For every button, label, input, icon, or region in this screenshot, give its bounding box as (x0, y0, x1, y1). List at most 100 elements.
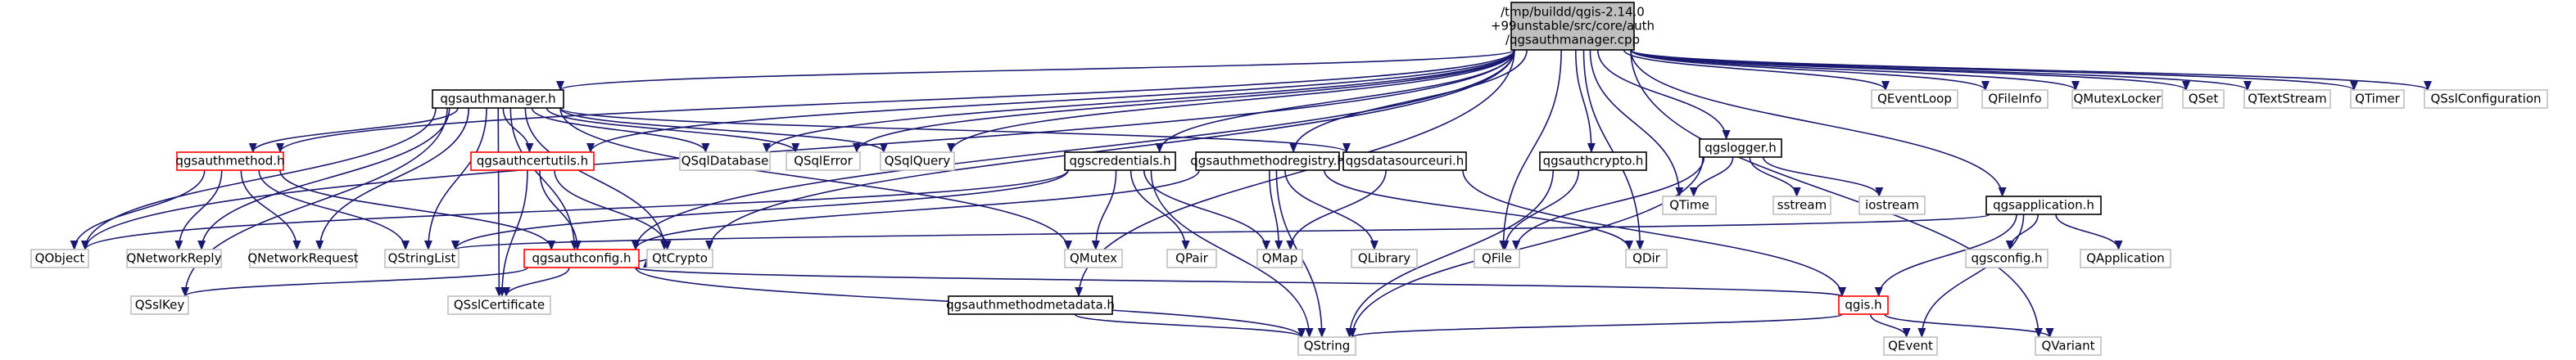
node-label: QSet (2189, 92, 2219, 106)
node-box (785, 151, 861, 171)
node-QFile: QFile (1474, 249, 1520, 268)
node-qgsauthmethodmetadata-h[interactable]: qgsauthmethodmetadata.h (946, 295, 1115, 315)
edge-qgsauthmethodregistry_h-to-QLibrary (1284, 169, 1379, 250)
node-label: QFileInfo (1988, 92, 2041, 106)
node-qgslogger-h[interactable]: qgslogger.h (1699, 138, 1782, 158)
node-label: sstream (1777, 198, 1827, 213)
edge-qgsauthmanager_h-to-qgsdatasourceuri_h (559, 107, 1351, 153)
node-box (2071, 89, 2163, 109)
node-box (1871, 89, 1958, 109)
edge-qgsauthmethodregistry_h-to-qgsauthconfig_h (632, 169, 1200, 250)
edge-qgsauthmethod_h-to-QStringList (258, 169, 410, 250)
node-QLibrary: QLibrary (1351, 249, 1418, 268)
edge-root-to-qgslogger_h (1596, 49, 1731, 140)
edge-root-to-QSqlQuery (947, 49, 1515, 153)
node-box (1883, 336, 1938, 356)
node-QTime: QTime (1662, 196, 1717, 215)
node-box (432, 89, 564, 109)
node-qgis-h[interactable]: qgis.h (1838, 295, 1889, 315)
node-label: qgsapplication.h (1993, 198, 2094, 213)
node-root[interactable]: /tmp/buildd/qgis-2.14.0+99unstable/src/c… (1491, 2, 1655, 51)
node-QMutex: QMutex (1064, 249, 1123, 268)
node-label: QSslConfiguration (2430, 92, 2541, 106)
node-label: qgsauthconfig.h (532, 251, 631, 266)
node-qgsauthmanager-h[interactable]: qgsauthmanager.h (432, 89, 564, 109)
node-qgsdatasourceuri-h[interactable]: qgsdatasourceuri.h (1342, 151, 1467, 171)
edge-qgsapplication_h-to-QApplication (2055, 214, 2123, 250)
node-QString: QString (1297, 336, 1356, 356)
node-label: QMap (1262, 251, 1297, 266)
edge-qgslogger_h-to-sstream (1749, 156, 1801, 197)
edge-qgsapplication_h-to-QStringList (451, 214, 1990, 250)
edge-qgslogger_h-to-QString (1348, 156, 1704, 338)
node-label: qgsconfig.h (1971, 251, 2042, 266)
node-qgsauthconfig-h[interactable]: qgsauthconfig.h (523, 249, 640, 268)
edge-qgsdatasourceuri_h-to-QMap (1286, 169, 1387, 250)
node-label: qgsauthcertutils.h (477, 154, 588, 169)
edge-qgsauthconfig_h-to-QSslKey (181, 267, 528, 297)
node-label: QSqlError (794, 154, 853, 169)
edge-qgis_h-to-QVariant (1884, 313, 2054, 338)
node-box (1297, 336, 1356, 356)
edge-qgscredentials_h-to-QPair (1130, 169, 1190, 250)
node-label: QVariant (2041, 339, 2094, 353)
node-label: QtCrypto (652, 251, 708, 266)
node-box (679, 151, 771, 171)
node-label: QLibrary (1358, 251, 1410, 266)
node-qgsapplication-h[interactable]: qgsapplication.h (1985, 196, 2102, 215)
edge-qgsdatasourceuri_h-to-qgis_h (1462, 169, 1846, 297)
edge-qgsauthconfig_h-to-qgis_h (635, 267, 1846, 297)
edge-root-to-qgsauthmethod_h (276, 49, 1515, 153)
edge-qgis_h-to-QString (1348, 313, 1843, 338)
node-label: QPair (1175, 251, 1209, 266)
node-qgscredentials-h[interactable]: qgscredentials.h (1064, 151, 1176, 171)
node-label: /tmp/buildd/qgis-2.14.0 (1501, 5, 1645, 20)
edge-root-to-qgsauthcertutils_h (586, 49, 1515, 153)
edge-root-to-QTimer (1630, 49, 2358, 91)
node-box (1474, 249, 1520, 268)
node-label: qgsauthmethod.h (175, 154, 284, 169)
node-QObject: QObject (30, 249, 89, 268)
nodes-layer: /tmp/buildd/qgis-2.14.0+99unstable/src/c… (30, 2, 2548, 356)
node-qgsauthmethodregistry-h[interactable]: qgsauthmethodregistry.h (1190, 151, 1345, 171)
node-label: qgslogger.h (1705, 141, 1777, 155)
node-box (1342, 151, 1467, 171)
node-qgsauthcertutils-h[interactable]: qgsauthcertutils.h (470, 151, 595, 171)
edge-qgscredentials_h-to-QMap (1143, 169, 1270, 250)
node-label: QTime (1669, 198, 1709, 213)
node-label: QNetworkReply (127, 251, 222, 266)
node-label: QFile (1482, 251, 1512, 266)
node-QNetworkRequest: QNetworkRequest (247, 249, 359, 268)
edge-qgsauthmanager_h-to-QSslCertificate (495, 107, 504, 297)
node-label: QString (1304, 339, 1351, 353)
edge-qgsauthmanager_h-to-QNetworkRequest (315, 107, 470, 250)
node-label: QTextStream (2248, 92, 2326, 106)
node-box (948, 295, 1113, 315)
edge-qgsauthmethod_h-to-qgsauthconfig_h (279, 169, 556, 250)
edge-qgscredentials_h-to-QStringList (451, 169, 1069, 250)
node-label: qgis.h (1845, 298, 1881, 313)
node-box (1256, 249, 1303, 268)
edge-qgsauthmanager_h-to-QObject (81, 107, 437, 250)
node-qgsauthcrypto-h[interactable]: qgsauthcrypto.h (1539, 151, 1647, 171)
node-label: QSslCertificate (454, 298, 545, 313)
node-QFileInfo: QFileInfo (1981, 89, 2049, 109)
edge-root-to-QVariant (1630, 49, 2043, 338)
node-label: QEventLoop (1877, 92, 1952, 106)
edge-qgslogger_h-to-QFile (1512, 156, 1705, 250)
node-QEventLoop: QEventLoop (1871, 89, 1958, 109)
node-qgsconfig-h: qgsconfig.h (1965, 249, 2049, 268)
node-QSqlQuery: QSqlQuery (880, 151, 955, 171)
node-label: qgsdatasourceuri.h (1346, 154, 1465, 169)
node-label: QEvent (1888, 339, 1933, 353)
edge-qgsauthcrypto_h-to-QString (1345, 169, 1555, 338)
node-QDir: QDir (1625, 249, 1668, 268)
node-label: +99unstable/src/core/auth (1491, 19, 1655, 34)
node-QStringList: QStringList (384, 249, 460, 268)
edge-qgsauthcrypto_h-to-QFile (1501, 169, 1580, 250)
edge-qgsauthmethodregistry_h-to-QMap (1268, 169, 1283, 250)
node-box (1858, 196, 1926, 215)
node-box (1195, 151, 1340, 171)
node-qgsauthmethod-h[interactable]: qgsauthmethod.h (175, 151, 285, 171)
node-label: QStringList (388, 251, 456, 266)
